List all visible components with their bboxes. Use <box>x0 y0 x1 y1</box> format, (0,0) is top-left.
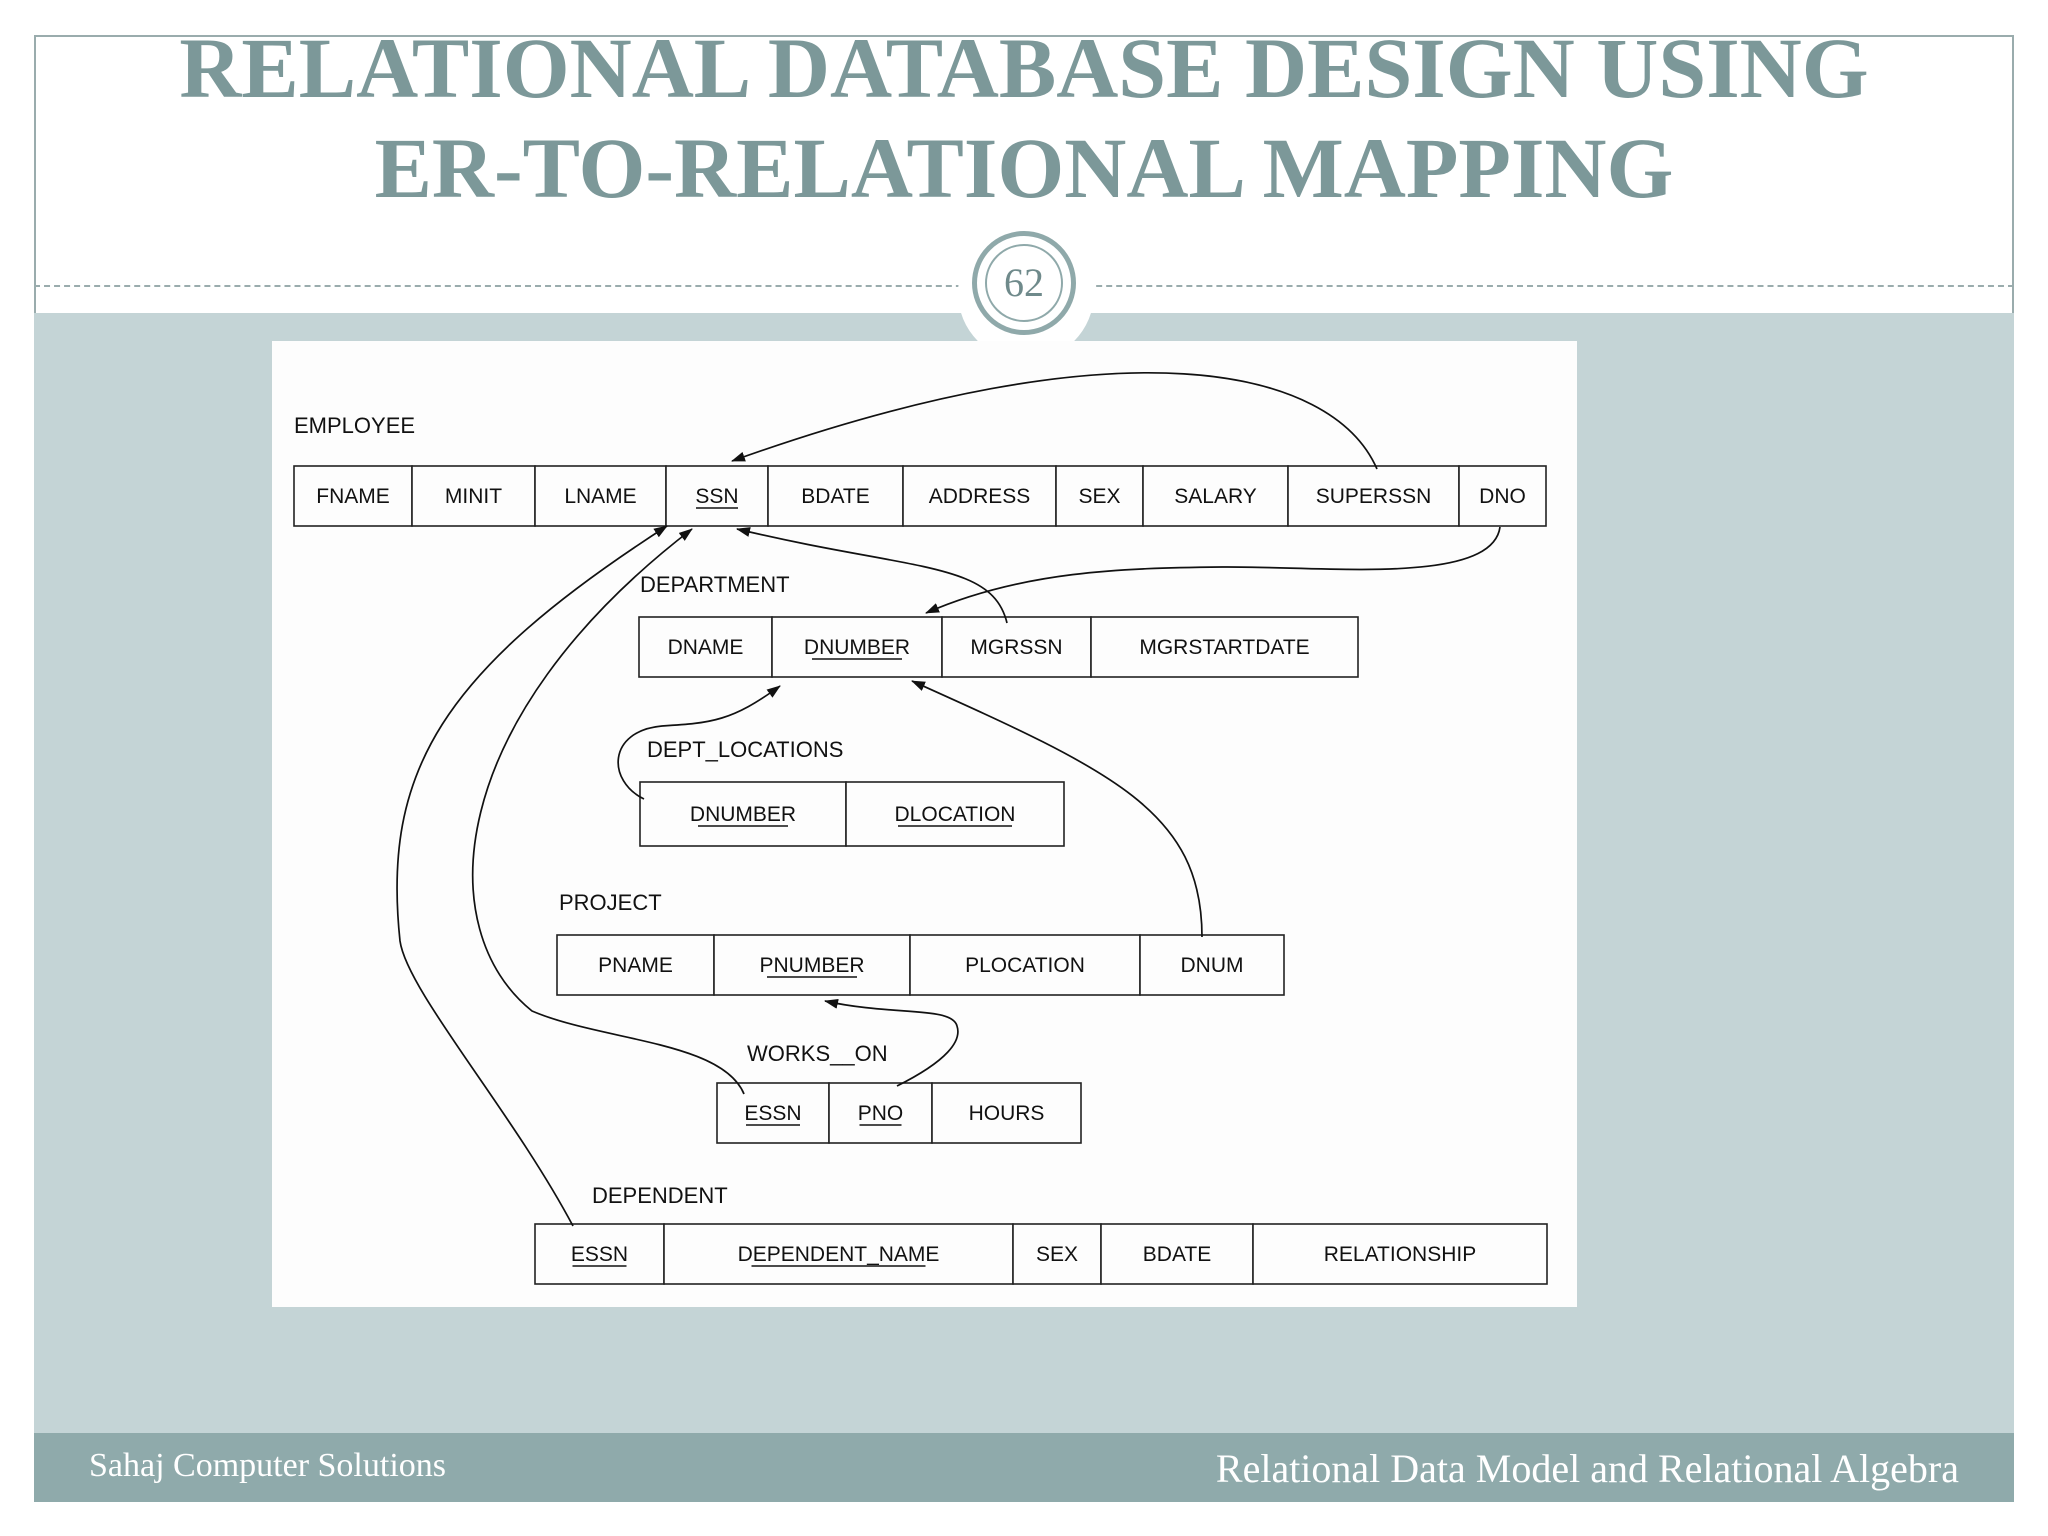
schema-diagram: EMPLOYEE FNAME MINIT LNAME SSN BDATE ADDRESS SE… <box>272 341 1577 1307</box>
attribute-cell-project-pname <box>556 934 715 996</box>
footer-bar: Sahaj Computer Solutions Relational Data… <box>34 1433 2014 1502</box>
attribute-cell-works-on-hours <box>931 1082 1082 1144</box>
attribute-cell-employee-minit <box>411 465 536 527</box>
attribute-label-dependent-relationship: RELATIONSHIP <box>1324 1243 1476 1266</box>
attribute-label-employee-lname: LNAME <box>564 485 636 508</box>
attribute-label-dept-locations-dnumber: DNUMBER <box>690 803 796 826</box>
attribute-label-employee-superssn: SUPERSSN <box>1316 485 1432 508</box>
attribute-label-employee-address: ADDRESS <box>929 485 1031 508</box>
attribute-cell-employee-address <box>902 465 1057 527</box>
reference-arrow-works-on-pno-to-project-pnumber <box>824 998 959 1087</box>
attribute-cell-department-dnumber <box>771 616 943 678</box>
attribute-cell-dependent-bdate <box>1100 1223 1254 1285</box>
attribute-label-employee-dno: DNO <box>1479 485 1526 508</box>
attribute-cell-employee-fname <box>293 465 413 527</box>
attribute-cell-project-dnum <box>1139 934 1285 996</box>
attribute-label-dependent-sex: SEX <box>1036 1243 1078 1266</box>
relation-name-works-on: WORKS__ON <box>747 1041 888 1066</box>
attribute-label-project-pname: PNAME <box>598 954 673 977</box>
attribute-cell-dependent-sex <box>1012 1223 1102 1285</box>
attribute-label-project-pnumber: PNUMBER <box>759 954 864 977</box>
attribute-cell-works-on-pno <box>828 1082 933 1144</box>
reference-arrow-dept-locations-dnumber-to-department-dnumber <box>617 685 781 800</box>
attribute-cell-dependent-essn <box>534 1223 665 1285</box>
relation-name-project: PROJECT <box>559 890 662 915</box>
attribute-label-project-plocation: PLOCATION <box>965 954 1085 977</box>
attribute-label-dependent-dependent-name: DEPENDENT_NAME <box>738 1243 940 1266</box>
footer-topic: Relational Data Model and Relational Alg… <box>1215 1446 1959 1491</box>
relation-dept-locations: DEPT_LOCATIONS DNUMBER DLOCATION <box>639 737 1065 847</box>
references-layer <box>396 372 1501 1227</box>
attribute-label-employee-sex: SEX <box>1078 485 1120 508</box>
attribute-label-employee-salary: SALARY <box>1174 485 1257 508</box>
attribute-cell-works-on-essn <box>716 1082 830 1144</box>
relation-department: DEPARTMENT DNAME DNUMBER MGRSSN MGRSTARTDATE <box>638 572 1359 678</box>
attribute-cell-dept-locations-dnumber <box>639 781 847 847</box>
attribute-label-department-mgrstartdate: MGRSTARTDATE <box>1139 636 1309 659</box>
attribute-cell-project-pnumber <box>713 934 911 996</box>
attribute-label-dept-locations-dlocation: DLOCATION <box>895 803 1016 826</box>
relation-works-on: WORKS__ON ESSN PNO HOURS <box>716 1041 1082 1144</box>
attribute-label-dependent-bdate: BDATE <box>1143 1243 1211 1266</box>
reference-arrow-employee-dno-to-department-dnumber <box>925 526 1501 614</box>
attribute-cell-dependent-dependent-name <box>663 1223 1014 1285</box>
attribute-cell-dept-locations-dlocation <box>845 781 1065 847</box>
attribute-label-project-dnum: DNUM <box>1181 954 1244 977</box>
reference-arrow-employee-superssn-to-employee-ssn <box>731 372 1378 470</box>
reference-arrow-works-on-essn-to-employee-ssn <box>471 528 745 1095</box>
reference-arrow-department-mgrssn-to-employee-ssn <box>736 527 1008 624</box>
attribute-cell-employee-sex <box>1055 465 1144 527</box>
attribute-cell-employee-ssn <box>665 465 769 527</box>
attribute-cell-project-plocation <box>909 934 1141 996</box>
attribute-label-employee-minit: MINIT <box>445 485 502 508</box>
schema-diagram-canvas: EMPLOYEE FNAME MINIT LNAME SSN BDATE ADDRESS SE… <box>293 372 1548 1285</box>
attribute-label-employee-ssn: SSN <box>695 485 738 508</box>
reference-arrow-dependent-essn-to-employee-ssn <box>396 525 668 1227</box>
relation-project: PROJECT PNAME PNUMBER PLOCATION DNUM <box>556 890 1285 996</box>
slide-title-line-2: ER-TO-RELATIONAL MAPPING <box>374 120 1674 216</box>
slide-title-line-1: RELATIONAL DATABASE DESIGN USING <box>179 20 1869 116</box>
relation-name-dependent: DEPENDENT <box>592 1183 728 1208</box>
slide-title: RELATIONAL DATABASE DESIGN USING ER-TO-R… <box>34 18 2014 218</box>
relation-dependent: DEPENDENT ESSN DEPENDENT_NAME SEX BDATE RELAT… <box>534 1183 1548 1285</box>
attribute-label-employee-fname: FNAME <box>316 485 390 508</box>
attribute-label-department-mgrssn: MGRSSN <box>970 636 1062 659</box>
relation-name-employee: EMPLOYEE <box>294 413 415 438</box>
attribute-cell-department-dname <box>638 616 773 678</box>
relation-name-dept-locations: DEPT_LOCATIONS <box>647 737 843 762</box>
attribute-label-department-dname: DNAME <box>668 636 744 659</box>
attribute-cell-department-mgrstartdate <box>1090 616 1359 678</box>
attribute-cell-dependent-relationship <box>1252 1223 1548 1285</box>
relations-layer: EMPLOYEE FNAME MINIT LNAME SSN BDATE ADDRESS SE… <box>293 413 1548 1285</box>
attribute-label-department-dnumber: DNUMBER <box>804 636 910 659</box>
attribute-cell-employee-superssn <box>1287 465 1460 527</box>
attribute-cell-employee-dno <box>1458 465 1547 527</box>
attribute-label-works-on-pno: PNO <box>858 1102 904 1125</box>
attribute-label-employee-bdate: BDATE <box>801 485 869 508</box>
relation-name-department: DEPARTMENT <box>640 572 790 597</box>
attribute-label-works-on-hours: HOURS <box>969 1102 1045 1125</box>
page-number: 62 <box>985 244 1063 322</box>
footer-organization: Sahaj Computer Solutions <box>89 1447 446 1484</box>
reference-arrow-project-dnum-to-department-dnumber <box>911 680 1203 938</box>
attribute-label-works-on-essn: ESSN <box>744 1102 801 1125</box>
page-number-badge: 62 <box>972 231 1076 335</box>
relation-employee: EMPLOYEE FNAME MINIT LNAME SSN BDATE ADDRESS SE… <box>293 413 1547 527</box>
attribute-label-dependent-essn: ESSN <box>571 1243 628 1266</box>
attribute-cell-employee-salary <box>1142 465 1289 527</box>
